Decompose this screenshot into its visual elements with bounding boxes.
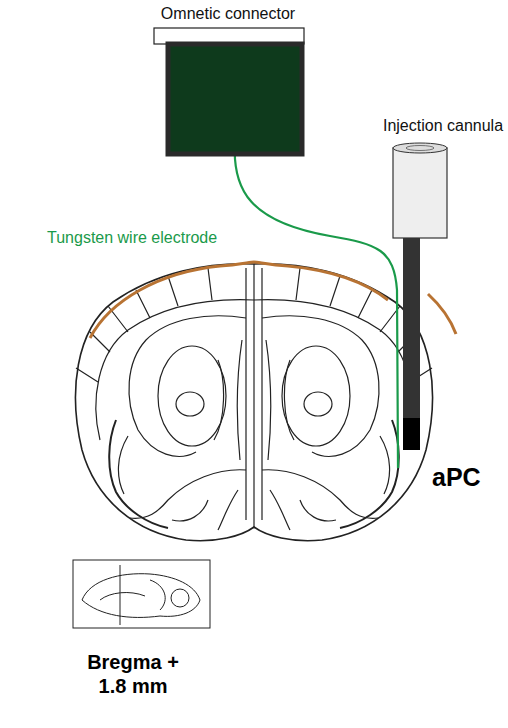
cannula-box: Injection cannula	[380, 116, 506, 240]
coordinate-label: Bregma + 1.8 mm	[78, 650, 188, 698]
connector-box: Omnetic connector	[148, 4, 308, 158]
component-label: Omnetic connector	[148, 4, 308, 24]
wire-label: Tungsten wire electrode	[47, 228, 217, 247]
component-shape	[148, 4, 308, 158]
region-label: aPC	[432, 462, 481, 492]
component-shape	[380, 116, 506, 240]
component-label: Injection cannula	[380, 116, 506, 136]
